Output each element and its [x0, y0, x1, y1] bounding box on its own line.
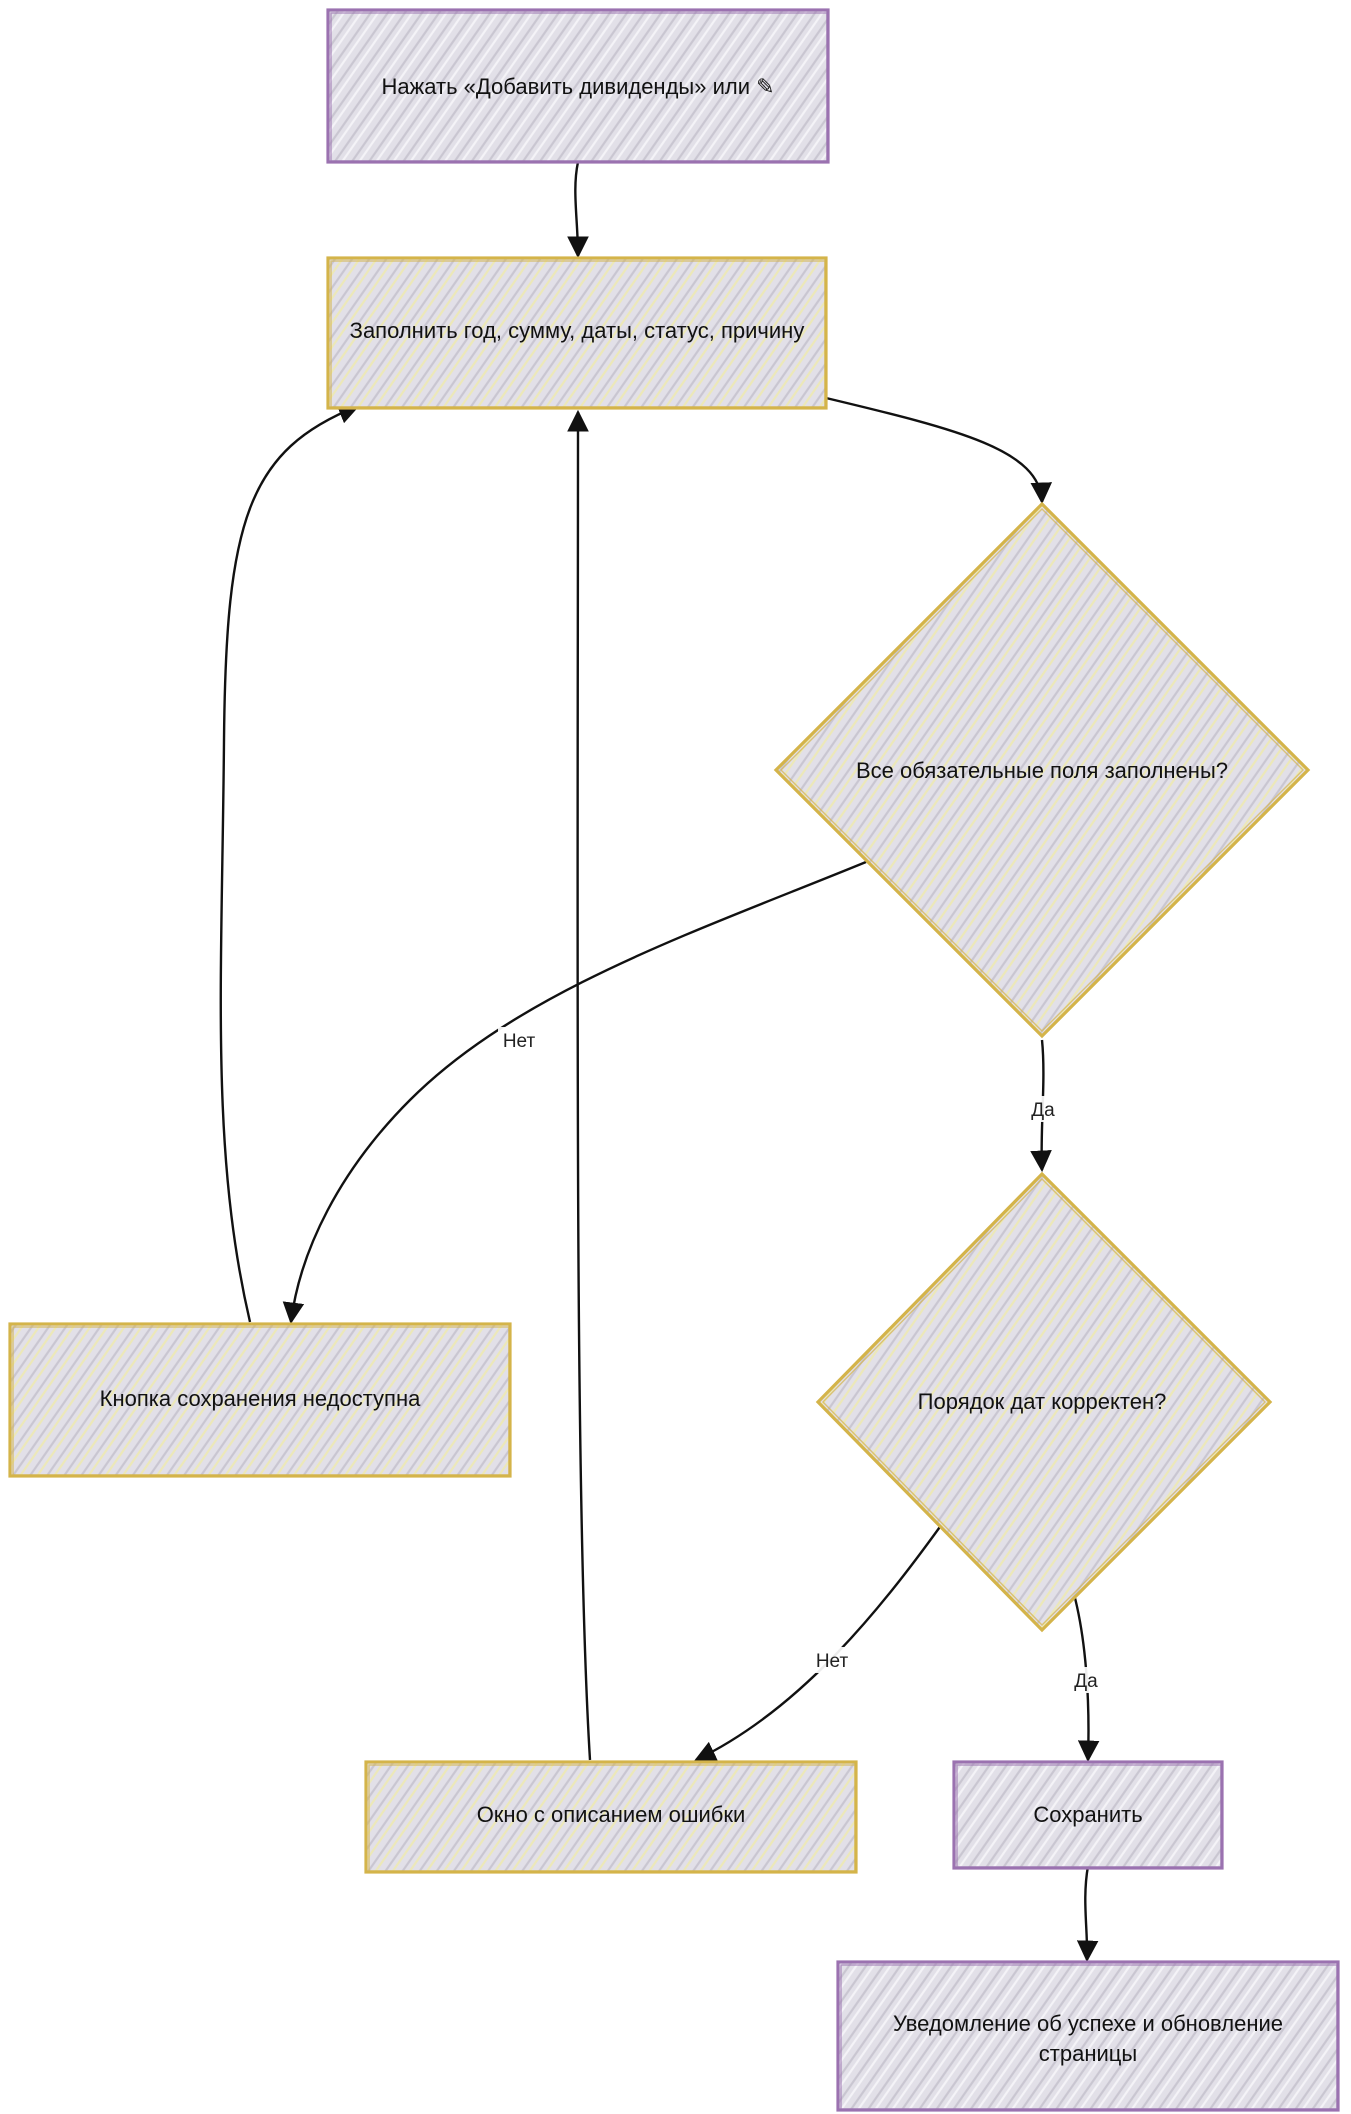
node-fill-form-text: Заполнить год, сумму, даты, статус, прич…	[350, 318, 805, 343]
node-check-required-text: Все обязательные поля заполнены?	[856, 758, 1228, 783]
svg-text:Да: Да	[1031, 1100, 1055, 1121]
edge-error-window-to-fill-form	[567, 409, 592, 1761]
node-save-disabled-text: Кнопка сохранения недоступна	[100, 1386, 421, 1411]
node-check-dates: Порядок дат корректен?	[815, 1171, 1273, 1633]
nodes: Нажать «Добавить дивиденды» или ✎ Заполн…	[8, 8, 1340, 2112]
node-start-text: Нажать «Добавить дивиденды» или ✎	[381, 74, 774, 99]
edge-start-to-fill-form	[567, 161, 589, 259]
node-success-text-line-1: Уведомление об успехе и обновление	[893, 2011, 1283, 2036]
edge-check-dates-no-to-error-window	[694, 1523, 943, 1762]
edge-label-yes-1: Да	[1025, 1096, 1061, 1122]
edge-check-required-no-to-save-disabled	[282, 860, 867, 1325]
node-save-text: Сохранить	[1033, 1802, 1142, 1827]
edges	[219, 161, 1100, 1963]
edge-labels: Нет Да Нет Да	[498, 1027, 1104, 1693]
node-check-dates-text: Порядок дат корректен?	[918, 1389, 1167, 1414]
edge-label-no-1: Нет	[498, 1027, 540, 1053]
node-start: Нажать «Добавить дивиденды» или ✎	[326, 8, 830, 164]
node-success: Уведомление об успехе и обновление стран…	[836, 1960, 1340, 2112]
node-fill-form: Заполнить год, сумму, даты, статус, прич…	[326, 256, 828, 410]
node-error-window: Окно с описанием ошибки	[364, 1760, 858, 1874]
node-save-disabled: Кнопка сохранения недоступна	[8, 1322, 512, 1478]
svg-text:Нет: Нет	[503, 1031, 536, 1052]
edge-fill-form-to-check-required	[825, 396, 1053, 505]
edge-label-yes-2: Да	[1068, 1667, 1104, 1693]
edge-save-to-success	[1076, 1865, 1099, 1963]
svg-text:Да: Да	[1074, 1671, 1098, 1692]
node-success-text-line-2: страницы	[1039, 2041, 1137, 2066]
node-error-window-text: Окно с описанием ошибки	[477, 1802, 746, 1827]
edge-save-disabled-to-fill-form	[219, 403, 361, 1323]
node-save: Сохранить	[952, 1760, 1224, 1870]
svg-text:Нет: Нет	[816, 1651, 849, 1672]
edge-label-no-2: Нет	[811, 1647, 853, 1673]
node-check-required: Все обязательные поля заполнены?	[773, 501, 1311, 1039]
